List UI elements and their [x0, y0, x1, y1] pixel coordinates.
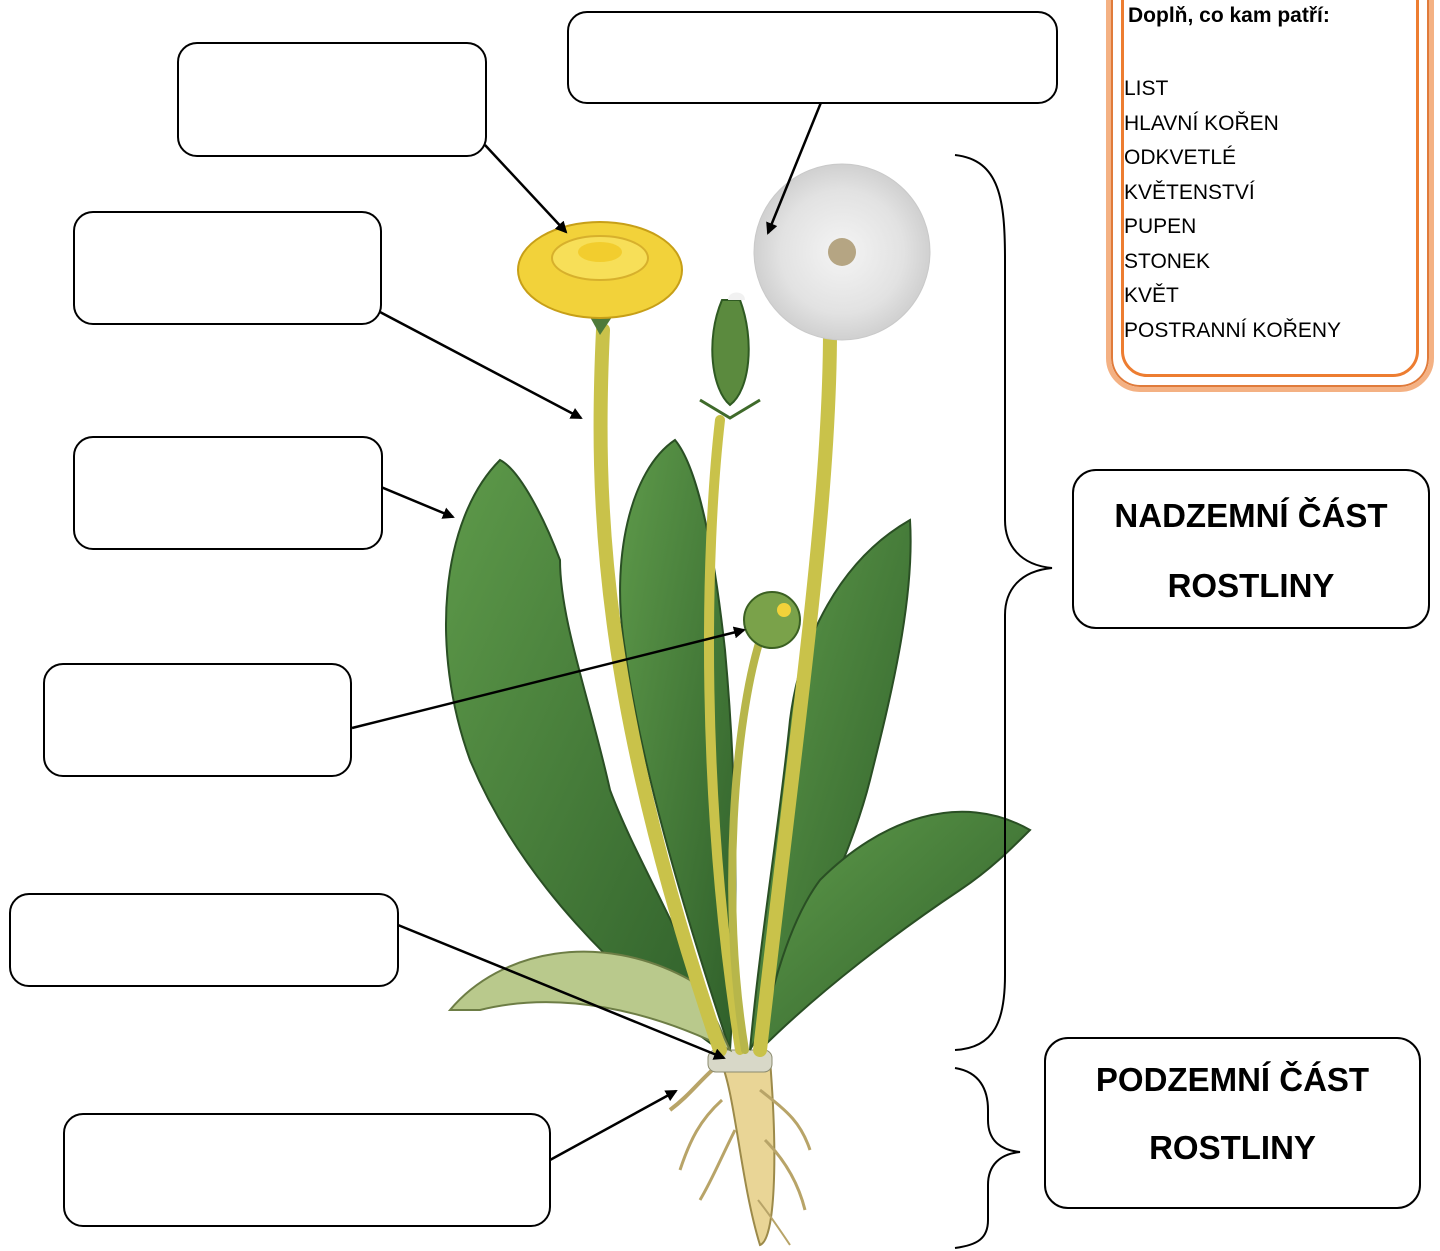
- word-bank-list: LIST HLAVNÍ KOŘEN ODKVETLÉ KVĚTENSTVÍ PU…: [1124, 72, 1341, 348]
- word-item: ODKVETLÉ: [1124, 141, 1341, 176]
- closed-bud: [700, 293, 760, 419]
- arrow-to-leaf: [381, 487, 453, 517]
- brace-above-ground: [955, 155, 1052, 1050]
- answer-box-side-roots[interactable]: [63, 1113, 551, 1227]
- word-item: POSTRANNÍ KOŘENY: [1124, 314, 1341, 349]
- small-bud: [744, 592, 800, 648]
- answer-box-stem[interactable]: [73, 211, 382, 325]
- arrow-to-flower: [485, 145, 566, 232]
- arrow-to-side-roots: [550, 1091, 676, 1160]
- above-ground-line1: NADZEMNÍ ČÁST: [1074, 497, 1428, 535]
- word-bank-title: Doplň, co kam patří:: [1128, 4, 1330, 28]
- yellow-flower: [518, 222, 682, 335]
- roots: [670, 1050, 810, 1245]
- word-item: LIST: [1124, 72, 1341, 107]
- answer-box-flower[interactable]: [177, 42, 487, 157]
- answer-box-bud[interactable]: [43, 663, 352, 777]
- above-ground-line2: ROSTLINY: [1074, 567, 1428, 605]
- word-item: STONEK: [1124, 245, 1341, 280]
- brace-below-ground: [955, 1068, 1020, 1248]
- answer-box-leaf[interactable]: [73, 436, 383, 550]
- answer-box-main-root[interactable]: [9, 893, 399, 987]
- seed-head: [754, 164, 930, 340]
- word-item: KVĚTENSTVÍ: [1124, 176, 1341, 211]
- below-ground-line1: PODZEMNÍ ČÁST: [1046, 1061, 1419, 1099]
- above-ground-label: NADZEMNÍ ČÁST ROSTLINY: [1072, 469, 1430, 629]
- answer-box-seed-head[interactable]: [567, 11, 1058, 104]
- word-item: KVĚT: [1124, 279, 1341, 314]
- word-item: PUPEN: [1124, 210, 1341, 245]
- below-ground-line2: ROSTLINY: [1046, 1129, 1419, 1167]
- word-item: HLAVNÍ KOŘEN: [1124, 107, 1341, 142]
- arrow-to-stem: [380, 312, 581, 418]
- below-ground-label: PODZEMNÍ ČÁST ROSTLINY: [1044, 1037, 1421, 1209]
